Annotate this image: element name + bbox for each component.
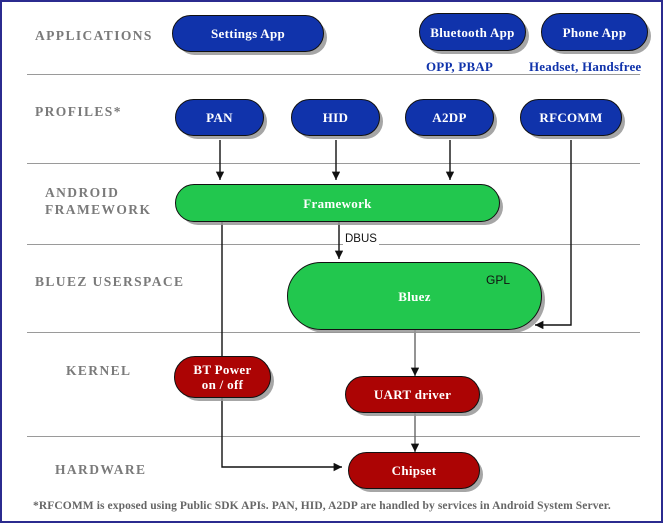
divider-framework <box>27 244 640 245</box>
gpl-license-tag: GPL <box>486 273 511 287</box>
node-bt-power-label-line2: on / off <box>201 377 244 392</box>
edge-label-dbus: DBUS <box>343 233 379 245</box>
layer-label-applications: APPLICATIONS <box>35 28 153 43</box>
node-framework[interactable]: Framework <box>175 184 500 222</box>
layer-label-profiles: PROFILES* <box>35 104 122 119</box>
node-framework-label: Framework <box>303 195 372 211</box>
node-hid[interactable]: HID <box>291 99 380 136</box>
node-chipset[interactable]: Chipset <box>348 452 480 489</box>
node-bluetooth-app[interactable]: Bluetooth App <box>419 13 526 51</box>
node-pan[interactable]: PAN <box>175 99 264 136</box>
node-rfcomm-label: RFCOMM <box>539 110 603 125</box>
edge-framework-to-btpower-chipset <box>221 221 342 472</box>
node-rfcomm[interactable]: RFCOMM <box>520 99 622 136</box>
node-uart-driver-label: UART driver <box>373 387 452 402</box>
node-settings-app[interactable]: Settings App <box>172 15 324 52</box>
node-uart-driver[interactable]: UART driver <box>345 376 480 413</box>
node-bluez-label: Bluez <box>398 288 431 304</box>
divider-kernel <box>27 436 640 437</box>
phone-app-protocols-label: Headset, Handsfree <box>529 59 642 74</box>
layer-label-hardware: HARDWARE <box>55 462 147 477</box>
node-phone-app-label: Phone App <box>562 24 627 40</box>
divider-userspace <box>27 332 640 333</box>
node-settings-app-label: Settings App <box>210 26 286 41</box>
node-a2dp[interactable]: A2DP <box>405 99 494 136</box>
node-phone-app[interactable]: Phone App <box>541 13 648 51</box>
layer-label-android-framework: ANDROID FRAMEWORK <box>45 185 152 217</box>
bluetooth-app-protocols-label: OPP, PBAP <box>426 59 494 74</box>
divider-applications <box>27 74 640 75</box>
divider-profiles <box>27 163 640 164</box>
node-a2dp-label: A2DP <box>432 110 467 125</box>
diagram-footnote: *RFCOMM is exposed using Public SDK APIs… <box>33 500 611 512</box>
layer-label-bluez-userspace: BLUEZ USERSPACE <box>35 274 185 289</box>
node-bt-power[interactable]: BT Power on / off <box>174 356 271 398</box>
node-chipset-label: Chipset <box>391 463 437 478</box>
node-hid-label: HID <box>322 110 349 125</box>
layer-label-kernel: KERNEL <box>66 363 132 378</box>
node-pan-label: PAN <box>206 110 233 125</box>
node-bt-power-label-line1: BT Power <box>193 362 252 377</box>
node-bluetooth-app-label: Bluetooth App <box>430 24 515 40</box>
